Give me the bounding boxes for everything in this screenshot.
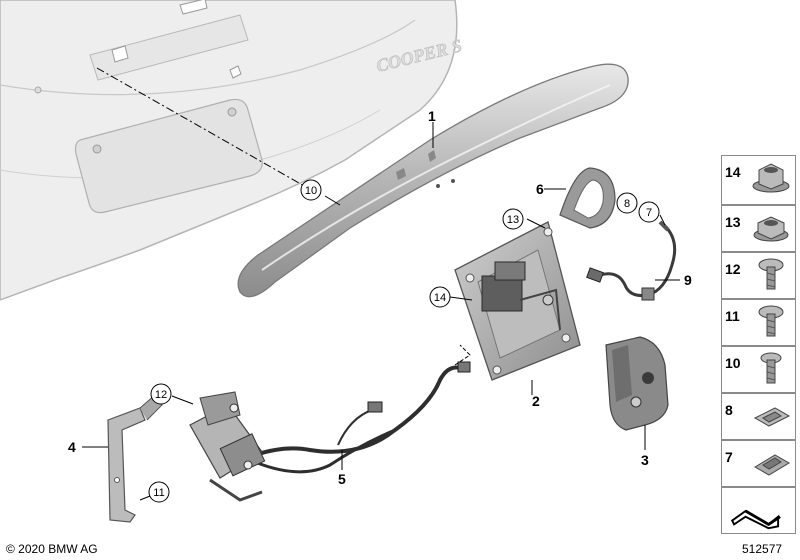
- legend-number: 11: [725, 308, 740, 324]
- screw-icon: [758, 258, 784, 290]
- legend-item-11: 11: [721, 299, 796, 346]
- lock-mounting-plate: [454, 221, 581, 381]
- callout-2: 2: [532, 393, 540, 409]
- svg-text:10: 10: [305, 185, 317, 197]
- legend-number: 14: [725, 164, 741, 180]
- legend-number: 13: [725, 214, 741, 230]
- svg-text:14: 14: [434, 292, 446, 304]
- leader-lines: [82, 122, 680, 501]
- svg-text:11: 11: [153, 487, 164, 499]
- callout-14: 14: [429, 286, 451, 308]
- callout-6: 6: [536, 181, 544, 197]
- legend-item-13: 13: [721, 205, 796, 252]
- bowden-cable: [254, 344, 471, 474]
- callout-3: 3: [641, 452, 649, 468]
- legend-number: 7: [725, 449, 733, 465]
- tailgate-outline: COOPER S: [0, 0, 464, 301]
- legend-item-14: 14: [721, 155, 796, 205]
- wire-harness: [586, 220, 677, 301]
- legend-item-12: 12: [721, 252, 796, 299]
- callout-10: 10: [300, 179, 322, 201]
- svg-text:8: 8: [624, 198, 630, 210]
- legend-item-10: 10: [721, 346, 796, 393]
- support-bracket: [107, 394, 163, 523]
- diagram-number: 512577: [742, 542, 783, 556]
- callout-4: 4: [68, 439, 76, 455]
- arrow-icon: [730, 509, 781, 530]
- legend-number: 8: [725, 402, 733, 418]
- callout-8: 8: [616, 192, 638, 214]
- svg-text:7: 7: [646, 207, 652, 219]
- legend-number: 10: [725, 355, 741, 371]
- callout-5: 5: [338, 471, 346, 487]
- legend-item-7: 7: [721, 440, 796, 487]
- callout-1: 1: [428, 108, 436, 124]
- callout-12: 12: [150, 383, 172, 405]
- clip-icon: [754, 454, 790, 476]
- flange-nut-icon: [752, 163, 790, 193]
- callout-7: 7: [638, 201, 660, 223]
- copyright-text: © 2020 BMW AG: [6, 542, 98, 556]
- callout-9: 9: [684, 272, 692, 288]
- callout-13: 13: [502, 208, 524, 230]
- svg-text:13: 13: [507, 214, 519, 226]
- release-switch: [559, 167, 616, 229]
- screw-icon: [758, 305, 784, 337]
- hex-nut-icon: [753, 216, 789, 242]
- legend-navigation-arrow[interactable]: [721, 487, 796, 534]
- striker-cover: [605, 336, 669, 431]
- svg-text:12: 12: [155, 389, 167, 401]
- tailgate-handle-bar: [237, 63, 629, 298]
- lock-actuator: [189, 391, 266, 502]
- clip-icon: [753, 407, 791, 427]
- legend-number: 12: [725, 261, 741, 277]
- legend-item-8: 8: [721, 393, 796, 440]
- callout-11: 11: [148, 481, 170, 503]
- screw-icon: [760, 352, 782, 384]
